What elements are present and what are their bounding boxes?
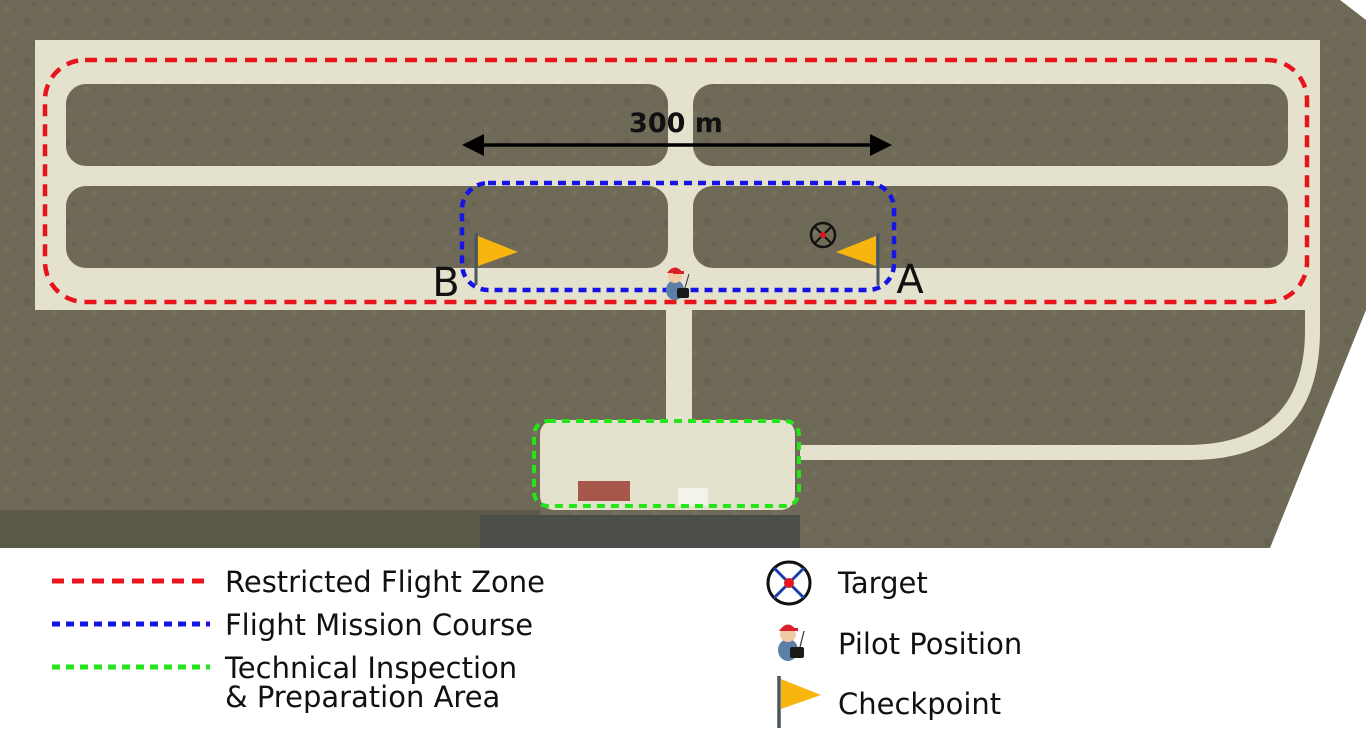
legend-target-label: Target (837, 566, 928, 600)
building-strip (480, 515, 800, 548)
lower-field (0, 510, 540, 548)
target-crosshair-icon (809, 221, 837, 249)
distance-label: 300 m (629, 108, 723, 139)
restricted-flight-zone (42, 57, 1310, 305)
legend-inspection-label-1: Technical Inspection (224, 651, 517, 685)
legend-restricted-label: Restricted Flight Zone (225, 565, 545, 599)
distance-arrow (462, 134, 892, 156)
checkpoint-flag-icon (474, 233, 518, 285)
checkpoint-flag-icon (836, 233, 880, 285)
pilot-icon (778, 624, 805, 661)
legend-checkpoint-label: Checkpoint (838, 687, 1001, 721)
checkpoint-b-label: B (432, 260, 459, 306)
target-crosshair-icon (766, 560, 812, 606)
pilot-icon (666, 267, 690, 300)
building-white (678, 488, 708, 506)
checkpoint-a-label: A (896, 257, 924, 303)
building-red (578, 481, 630, 501)
legend-inspection-label-2: & Preparation Area (225, 680, 500, 714)
legend-mission-label: Flight Mission Course (225, 608, 533, 642)
technical-inspection-area (532, 419, 801, 508)
legend-pilot-label: Pilot Position (838, 627, 1022, 661)
checkpoint-flag-icon (777, 676, 821, 728)
